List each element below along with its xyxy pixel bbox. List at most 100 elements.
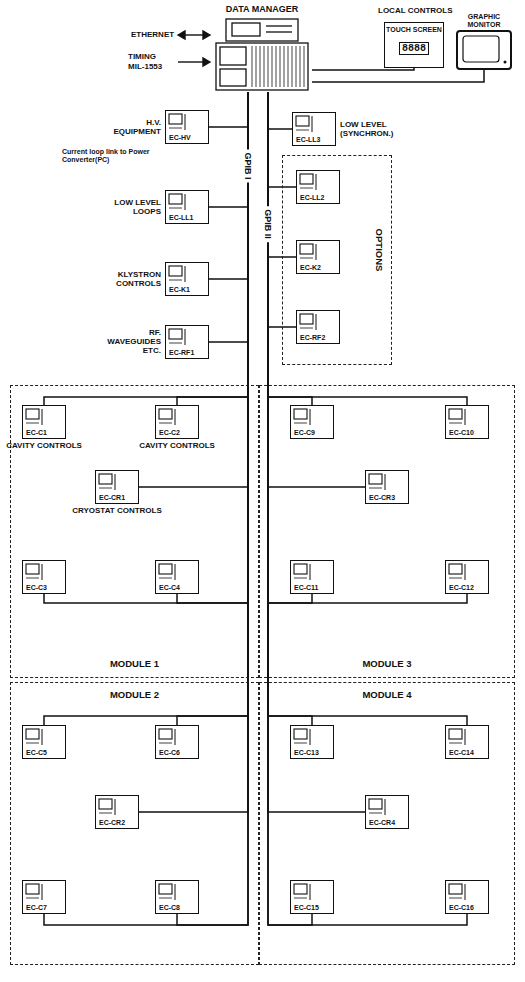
bus-connector <box>44 92 248 405</box>
bus-connector <box>268 92 467 925</box>
crate-id: EC-RF2 <box>300 334 325 341</box>
crate-display <box>26 729 39 739</box>
bus-connector <box>268 92 467 603</box>
drawing-stroke <box>226 19 298 41</box>
crate-divider <box>159 743 172 744</box>
crate-divider <box>300 188 313 189</box>
card-slot <box>268 46 269 87</box>
equipment-crate: EC-CR3 <box>365 470 409 504</box>
bus-connector <box>44 92 248 925</box>
equipment-crate: EC-LL2 <box>296 170 340 204</box>
timing-link <box>178 61 204 62</box>
crate-id: EC-C16 <box>449 904 474 911</box>
crate-display <box>169 329 182 339</box>
arrow-head <box>203 58 210 66</box>
crate-display <box>169 114 182 124</box>
unit-heading: CAVITY CONTROLS <box>131 441 223 450</box>
crate-divider <box>310 564 311 580</box>
region-label: MODULE 4 <box>360 689 413 700</box>
crate-divider <box>185 266 186 282</box>
crate-display <box>169 194 182 204</box>
crate-display <box>159 884 172 894</box>
card-slot <box>304 46 305 87</box>
crate-divider <box>169 343 182 344</box>
drawing-stroke <box>216 43 308 90</box>
bus-connector <box>268 92 312 925</box>
crate-divider <box>449 578 462 579</box>
bus-connector <box>312 70 484 82</box>
crate-divider <box>26 743 39 744</box>
crate-divider <box>115 799 116 815</box>
crate-id: EC-C15 <box>294 904 319 911</box>
crate-id: EC-K1 <box>169 286 190 293</box>
computer-outline <box>216 19 308 90</box>
crate-divider <box>99 813 112 814</box>
crate-divider <box>185 114 186 130</box>
bus-label: GPIB I <box>243 149 253 182</box>
card-slot <box>296 46 297 87</box>
crate-display <box>99 799 112 809</box>
crate-id: EC-C5 <box>26 749 47 756</box>
group-region: MODULE 3EC-C9EC-C10EC-CR3EC-C11EC-C12 <box>259 385 515 678</box>
crate-divider <box>449 423 462 424</box>
crate-divider <box>42 409 43 425</box>
crate-id: EC-C1 <box>26 429 47 436</box>
link-note: Current loop link to Power Converter(PC) <box>62 148 162 165</box>
crate-id: EC-C12 <box>449 584 474 591</box>
bus-label: GPIB II <box>263 206 273 242</box>
card-slot <box>272 46 273 87</box>
equipment-crate: EC-HVH.V. EQUIPMENT <box>165 110 209 144</box>
bus-connector <box>44 92 248 603</box>
crate-id: EC-C4 <box>159 584 180 591</box>
crate-id: EC-CR4 <box>369 819 395 826</box>
crate-display <box>99 474 112 484</box>
unit-heading: CRYOSTAT CONTROLS <box>71 506 163 515</box>
unit-heading: RF. WAVEGUIDES ETC. <box>99 328 161 356</box>
crate-divider <box>42 884 43 900</box>
crate-divider <box>449 898 462 899</box>
crate-display <box>169 266 182 276</box>
crate-divider <box>369 488 382 489</box>
crate-display <box>26 409 39 419</box>
crate-display <box>449 884 462 894</box>
bus-connector <box>268 92 467 725</box>
unit-heading: LOW LEVEL (SYNCHRON.) <box>340 120 402 138</box>
equipment-crate: EC-C15 <box>290 880 334 914</box>
region-label: OPTIONS <box>374 226 385 273</box>
crate-divider <box>175 729 176 745</box>
crate-divider <box>465 729 466 745</box>
crate-display <box>449 409 462 419</box>
unit-heading: LOW LEVEL LOOPS <box>99 198 161 216</box>
crate-display <box>369 474 382 484</box>
crate-display <box>449 564 462 574</box>
crate-divider <box>296 130 309 131</box>
arrow-head <box>203 31 210 39</box>
crate-divider <box>169 280 182 281</box>
crate-id: EC-C3 <box>26 584 47 591</box>
crate-divider <box>300 258 313 259</box>
power-knob <box>504 61 507 64</box>
equipment-crate: EC-RF2 <box>296 310 340 344</box>
equipment-crate: EC-C2CAVITY CONTROLS <box>155 405 199 439</box>
equipment-crate: EC-C13 <box>290 725 334 759</box>
bus-connector <box>268 92 312 603</box>
crate-divider <box>185 194 186 210</box>
crate-divider <box>175 564 176 580</box>
equipment-crate: EC-C11 <box>290 560 334 594</box>
drawing-stroke <box>232 23 260 36</box>
equipment-crate: EC-CR1CRYOSTAT CONTROLS <box>95 470 139 504</box>
equipment-crate: EC-C4 <box>155 560 199 594</box>
crate-display <box>369 799 382 809</box>
crate-id: EC-LL1 <box>169 214 194 221</box>
crate-id: EC-C10 <box>449 429 474 436</box>
equipment-crate: EC-K2 <box>296 240 340 274</box>
crate-divider <box>312 116 313 132</box>
crate-divider <box>159 578 172 579</box>
crate-id: EC-RF1 <box>169 349 194 356</box>
crate-divider <box>42 564 43 580</box>
equipment-crate: EC-LL3LOW LEVEL (SYNCHRON.) <box>292 112 336 146</box>
crate-divider <box>465 884 466 900</box>
crate-display <box>294 729 307 739</box>
equipment-crate: EC-C6 <box>155 725 199 759</box>
crate-divider <box>385 474 386 490</box>
